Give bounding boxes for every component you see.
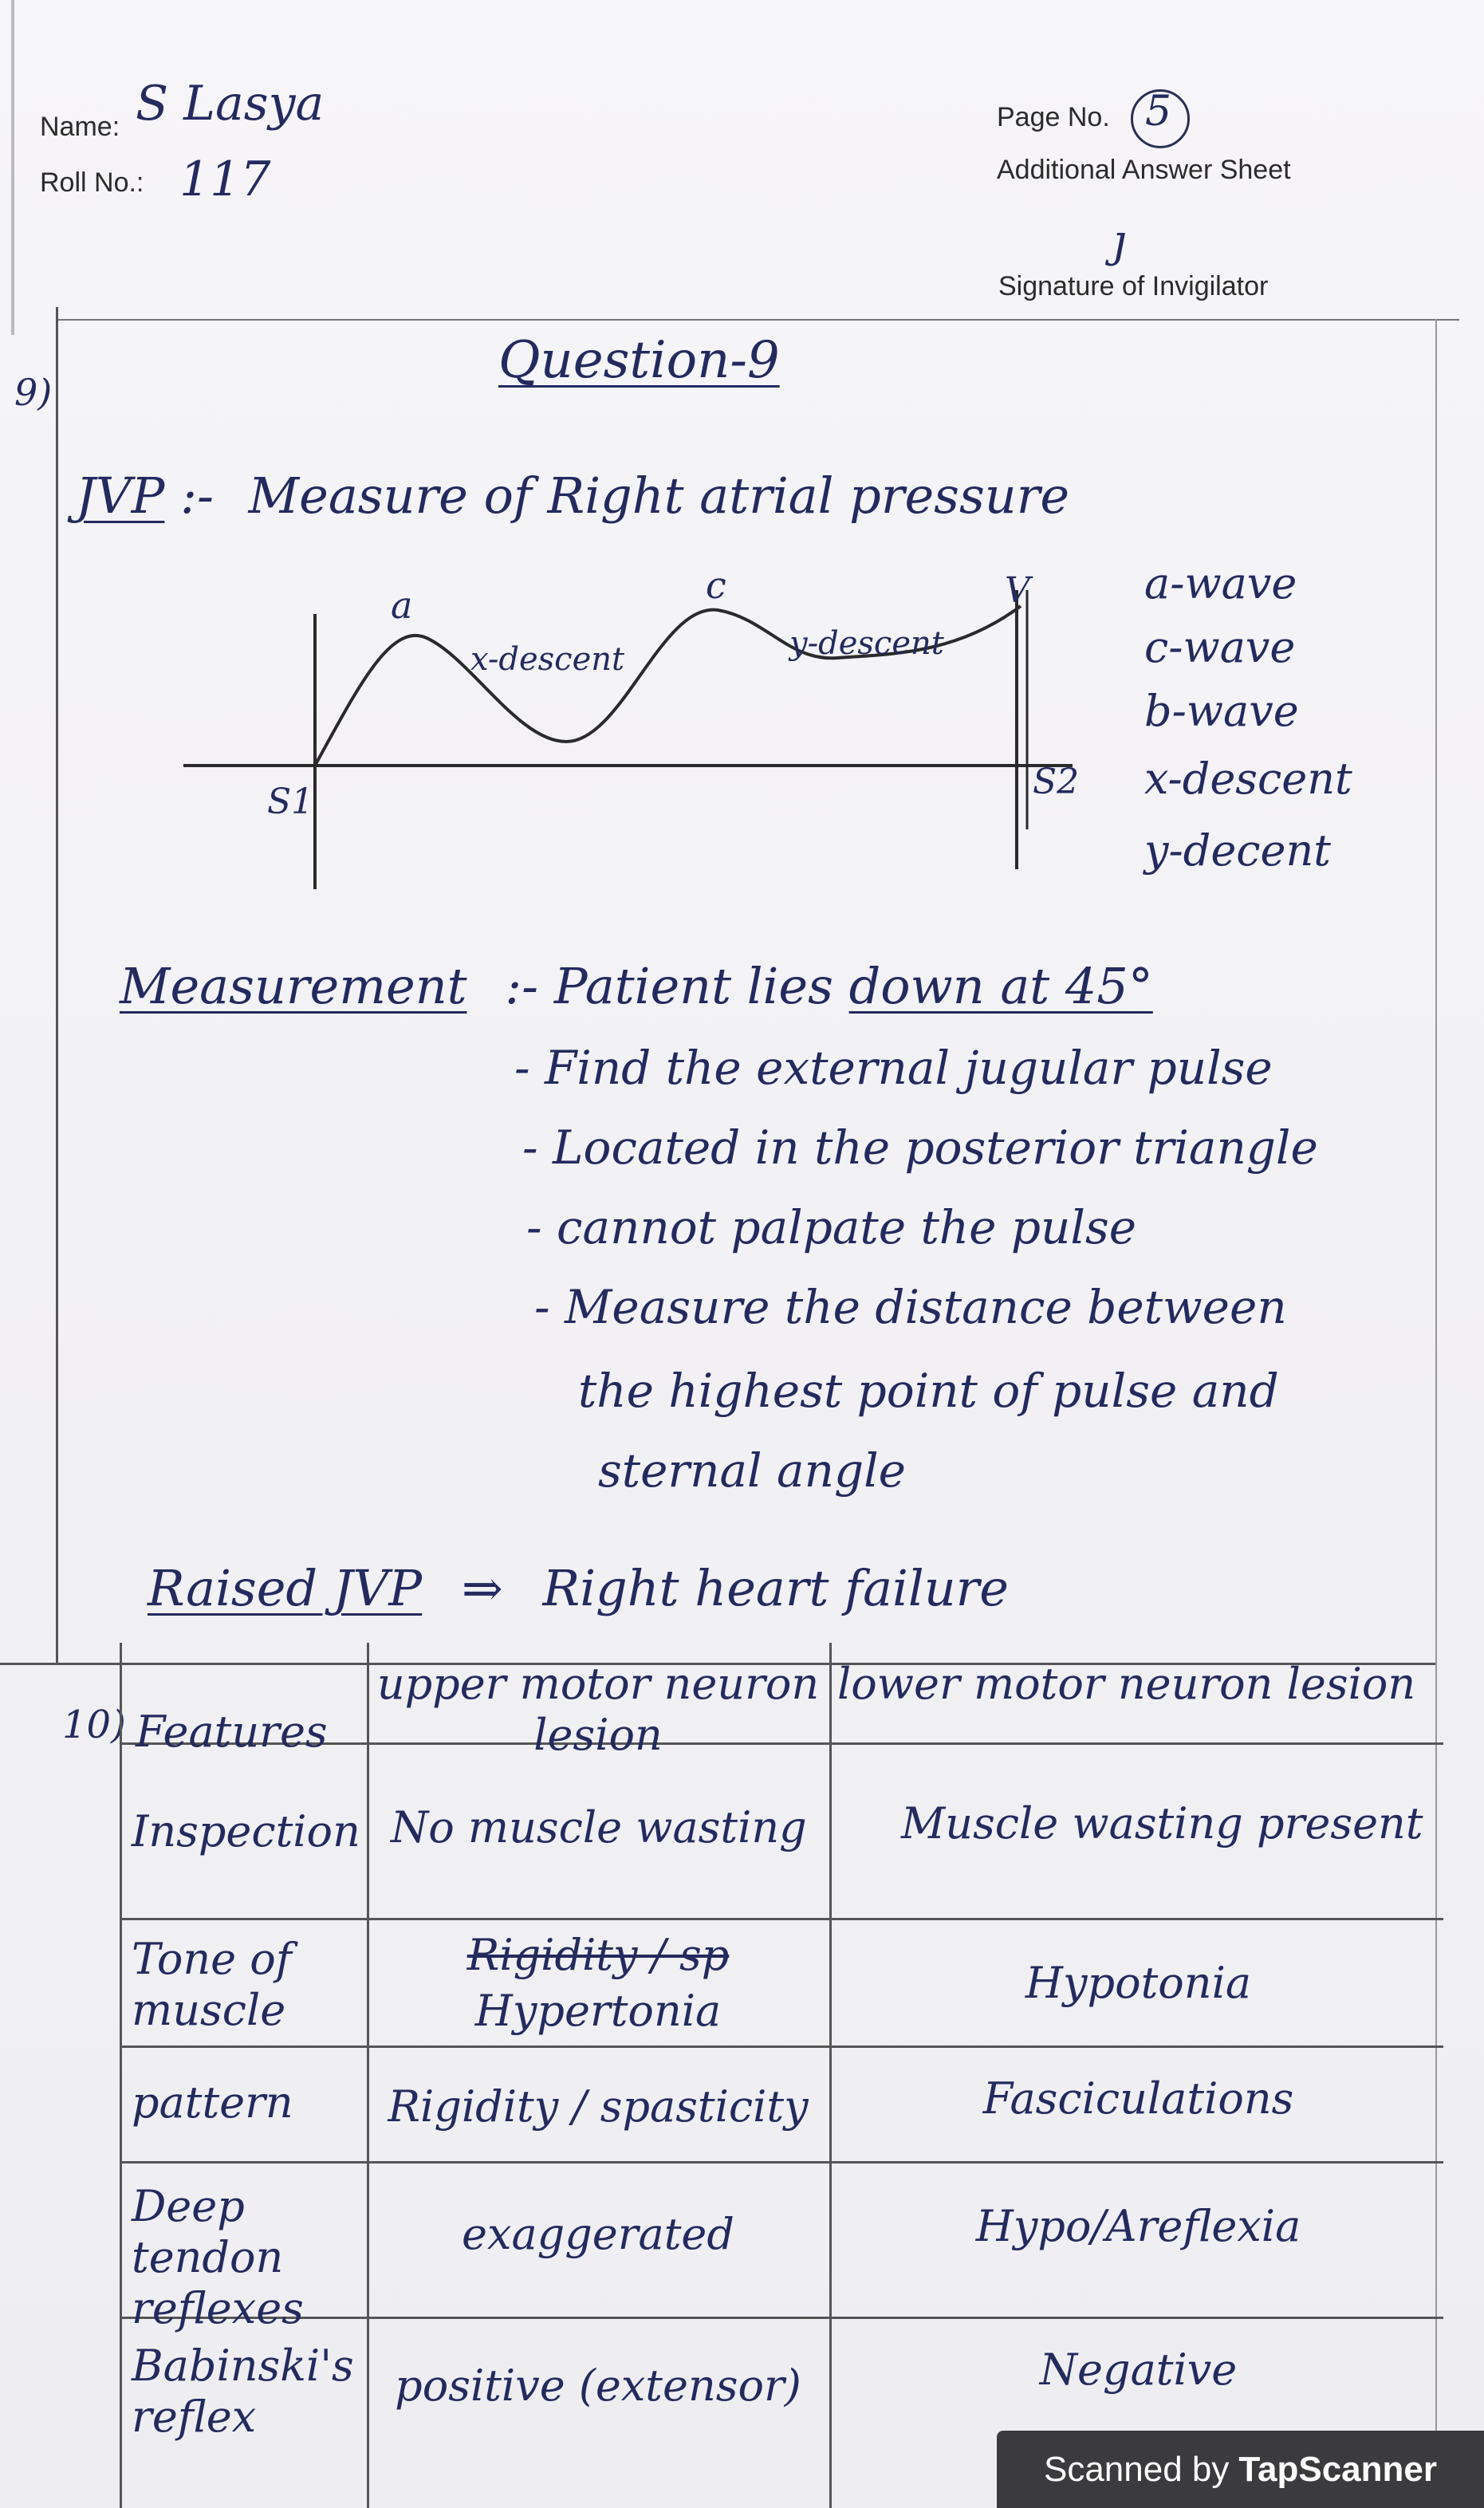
jvp-definition: Measure of Right atrial pressure — [248, 467, 1070, 525]
table-cell-feature: Babinski's reflex — [132, 2341, 354, 2442]
table-cell-feature: Deep tendon reflexes — [132, 2181, 304, 2333]
peak-a-label: a — [391, 584, 412, 627]
jvp-term: JVP — [76, 467, 165, 525]
question-9-title: Question-9 — [498, 331, 780, 390]
answer-area-top-rule — [56, 319, 1459, 321]
question-10-number: 10) — [62, 1703, 126, 1747]
table-cell-umn: No muscle wasting — [391, 1802, 807, 1852]
table-column-rule — [367, 1643, 369, 2508]
s2-label: S2 — [1033, 762, 1079, 802]
sheet-title: Additional Answer Sheet — [997, 155, 1291, 185]
wave-list-item: b-wave — [1144, 686, 1299, 736]
signature-label: Signature of Invigilator — [998, 271, 1269, 301]
table-cell-umn-struck: Rigidity / sp — [466, 1930, 730, 1980]
measurement-first-emphasis: down at 45° — [848, 957, 1153, 1015]
watermark-brand: TapScanner — [1238, 2449, 1437, 2489]
table-cell-lmn: Negative — [1039, 2345, 1238, 2395]
table-cell-lmn: Hypotonia — [1025, 1958, 1252, 2008]
name-value: S Lasya — [136, 76, 325, 132]
measurement-step: - cannot palpate the pulse — [526, 1200, 1137, 1254]
watermark-prefix: Scanned by — [1043, 2449, 1230, 2489]
table-column-rule — [829, 1643, 832, 2508]
measurement-step: - Measure the distance between — [534, 1280, 1287, 1334]
jvp-wave-curve — [313, 604, 1022, 766]
x-descent-label: x-descent — [470, 641, 625, 678]
table-cell-umn: exaggerated — [462, 2209, 734, 2259]
table-header-features: Features — [136, 1707, 328, 1757]
measurement-step: - Find the external jugular pulse — [514, 1041, 1273, 1095]
raised-jvp-result: Right heart failure — [542, 1559, 1009, 1617]
table-cell-umn: Rigidity / spasticity — [388, 2081, 809, 2132]
raised-jvp-arrow: ⇒ — [461, 1559, 503, 1617]
page-number-label: Page No. — [997, 102, 1110, 132]
table-row-rule — [120, 1918, 1443, 1920]
measurement-step: - Located in the posterior triangle — [522, 1120, 1318, 1175]
measurement-separator: :- — [505, 957, 539, 1015]
invigilator-initial: ȷ — [1112, 215, 1127, 267]
table-cell-lmn: Hypo/Areflexia — [975, 2201, 1301, 2251]
wave-list-item: x-descent — [1144, 754, 1352, 804]
answer-area-margin-line — [56, 307, 58, 1663]
table-cell-feature: Inspection — [132, 1806, 360, 1856]
raised-jvp-term: Raised JVP — [148, 1559, 423, 1617]
table-cell-lmn: Fasciculations — [982, 2073, 1294, 2124]
wave-list-item: a-wave — [1144, 558, 1297, 608]
page-number-circle — [1131, 89, 1190, 148]
measurement-continuation: the highest point of pulse and — [578, 1364, 1279, 1418]
measurement-first-prefix: Patient lies — [553, 957, 833, 1015]
table-column-rule — [120, 1643, 122, 2508]
table-cell-feature: pattern — [132, 2077, 293, 2128]
name-label: Name: — [40, 112, 120, 142]
jvp-waveform-diagram: a c V x-descent y-descent S1 S2 — [183, 574, 1079, 889]
table-cell-lmn: Muscle wasting present — [901, 1798, 1423, 1849]
roll-value: 117 — [179, 152, 271, 207]
table-row-rule — [120, 2045, 1443, 2048]
measurement-continuation: sternal angle — [598, 1443, 906, 1498]
wave-list-item: c-wave — [1144, 622, 1296, 672]
table-cell-feature: Tone of muscle — [132, 1934, 292, 2035]
peak-v-label: V — [1005, 574, 1033, 611]
question-9-number: 9) — [14, 371, 53, 414]
measurement-heading: Measurement — [120, 957, 467, 1015]
y-descent-label: y-descent — [788, 625, 945, 662]
scanner-watermark: Scanned by TapScanner — [997, 2431, 1484, 2508]
page-number-value: 5 — [1145, 88, 1172, 136]
table-cell-umn: positive (extensor) — [395, 2360, 801, 2411]
s1-label: S1 — [267, 782, 313, 822]
umn-lmn-comparison-table: Features upper motor neuron lesion lower… — [120, 1643, 1443, 2508]
binding-edge — [11, 0, 14, 335]
peak-c-label: c — [706, 574, 726, 607]
answer-area-right-rule — [1435, 319, 1437, 2472]
wave-list-item: y-decent — [1144, 825, 1331, 876]
question-10-top-rule — [0, 1663, 1435, 1665]
table-header-lmn: lower motor neuron lesion — [837, 1659, 1416, 1709]
jvp-line: JVP :- Measure of Right atrial pressure — [76, 467, 1069, 525]
table-cell-umn: Hypertonia — [474, 1986, 722, 2036]
table-row-rule — [120, 2161, 1443, 2163]
roll-label: Roll No.: — [40, 167, 144, 198]
table-header-umn: upper motor neuron lesion — [376, 1659, 820, 1760]
measurement-line: Measurement :- Patient lies down at 45° — [120, 957, 1153, 1015]
table-row-rule — [120, 2317, 1443, 2319]
jvp-separator: :- — [180, 467, 214, 525]
table-row-rule — [120, 1742, 1443, 1745]
raised-jvp-line: Raised JVP ⇒ Right heart failure — [148, 1559, 1009, 1617]
